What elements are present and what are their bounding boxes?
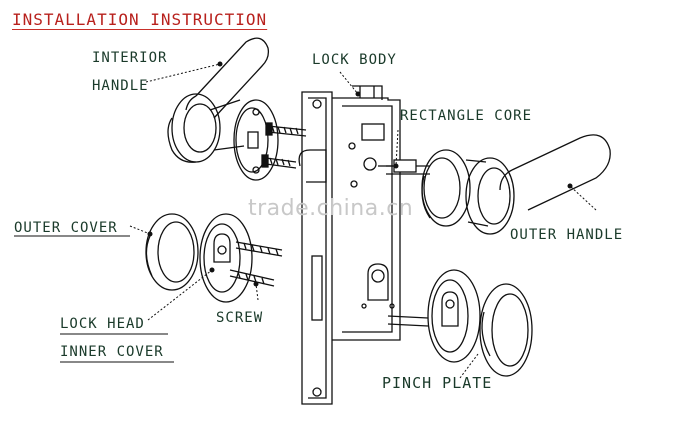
pinch-plate bbox=[387, 269, 533, 377]
label-interior-handle-line2: HANDLE bbox=[92, 78, 149, 94]
page-title: INSTALLATION INSTRUCTION bbox=[12, 10, 268, 29]
label-outer-handle: OUTER HANDLE bbox=[510, 227, 624, 243]
lock-head-plate bbox=[199, 213, 253, 303]
lock-body bbox=[298, 85, 430, 405]
label-pinch-plate: PINCH PLATE bbox=[382, 374, 493, 392]
interior-handle bbox=[167, 37, 270, 163]
outer-handle bbox=[421, 134, 611, 235]
leader-dots bbox=[147, 61, 573, 287]
label-screw: SCREW bbox=[216, 310, 264, 326]
interior-screws bbox=[261, 122, 307, 169]
watermark: trade.china.cn bbox=[248, 196, 414, 221]
label-underlines bbox=[14, 235, 174, 363]
label-rectangle-core: RECTANGLE CORE bbox=[400, 108, 533, 124]
label-interior-handle-line1: INTERIOR bbox=[92, 50, 168, 66]
label-lock-body: LOCK BODY bbox=[312, 52, 397, 68]
label-lock-head: LOCK HEAD bbox=[60, 316, 145, 332]
lock-screws bbox=[229, 241, 283, 287]
label-inner-cover: INNER COVER bbox=[60, 344, 164, 360]
interior-rosette bbox=[233, 99, 279, 181]
label-outer-cover: OUTER COVER bbox=[14, 220, 118, 236]
leader-lines bbox=[129, 63, 597, 379]
outer-cover-ring bbox=[145, 213, 199, 291]
